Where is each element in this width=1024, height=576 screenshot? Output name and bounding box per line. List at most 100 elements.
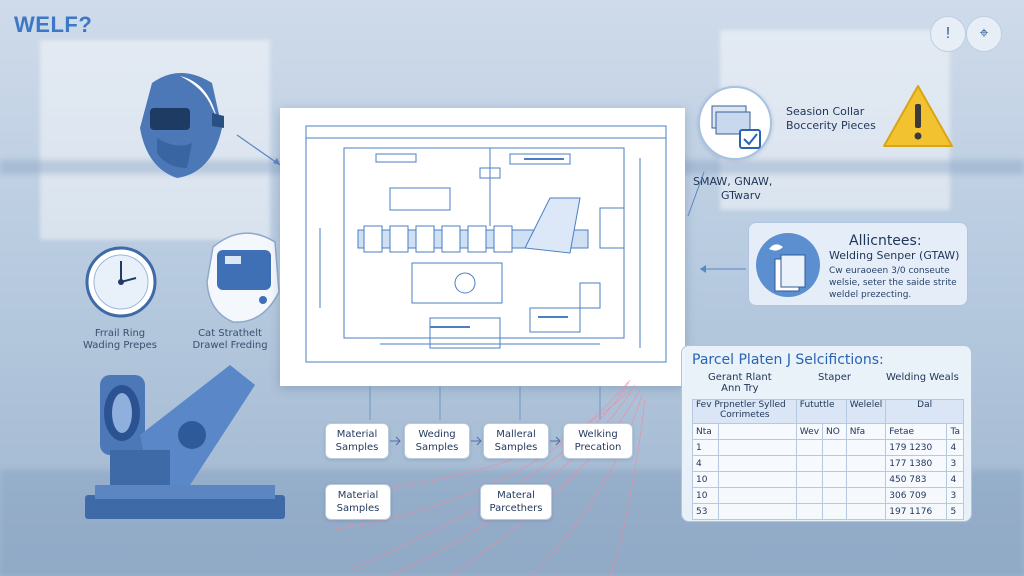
helmet-caption-line1: Cat Strathelt xyxy=(198,328,262,339)
spec-head-2: Staper xyxy=(818,372,852,383)
card-body: Cw euraoeen 3/0 conseute welsie, seter t… xyxy=(829,265,957,301)
spec-subheader-row: Fev Prpnetler Sylled Corrimetes Fututtle… xyxy=(692,399,964,424)
brand-logo: WELF? xyxy=(14,12,93,37)
table-cell xyxy=(717,455,797,472)
flow-connectors xyxy=(369,386,601,420)
spec-subheader-cell: Welelel xyxy=(845,399,887,424)
card-body-line1: Cw euraoeen 3/0 conseute xyxy=(829,266,950,276)
card-title: Allicntees: xyxy=(849,233,922,249)
table-cell xyxy=(845,487,887,504)
blueprint-panel xyxy=(280,108,685,386)
clock-caption-line1: Frrail Ring xyxy=(94,328,146,339)
table-row: 4 177 1380 3 xyxy=(692,455,964,472)
spec-head-1-line1: Gerant Rlant xyxy=(708,372,772,383)
helmet-caption: Cat Strathelt Drawel Freding xyxy=(180,328,280,352)
blueprint-drawing xyxy=(305,125,667,363)
flow-label-line2: Samples xyxy=(415,442,459,453)
table-cell: 10 xyxy=(692,471,719,488)
auto-darkening-helmet-icon xyxy=(206,232,280,323)
info-icon[interactable]: ! xyxy=(930,16,966,52)
clock-caption: Frrail Ring Wading Prepes xyxy=(70,328,170,352)
arrow-right-icon xyxy=(471,436,482,446)
flow-label-line2: Precation xyxy=(574,442,622,453)
table-cell xyxy=(717,471,797,488)
table-header-cell xyxy=(717,423,797,440)
table-cell xyxy=(822,455,847,472)
spec-head-1-line2: Ann Try xyxy=(721,383,759,394)
arrow-left-icon xyxy=(700,265,746,273)
table-cell xyxy=(822,487,847,504)
table-cell: 4 xyxy=(946,471,964,488)
flow-material-samples[interactable]: Material Samples xyxy=(325,423,389,459)
session-label: Seasion Collar Boccerity Pieces xyxy=(786,105,876,133)
table-cell: 10 xyxy=(692,487,719,504)
card-subtitle: Welding Senper (GTAW) xyxy=(829,249,960,262)
attendees-card: Allicntees: Welding Senper (GTAW) Cw eur… xyxy=(748,222,968,306)
table-row: 53 197 1176 5 xyxy=(692,503,964,520)
spec-title: Parcel Platen J Selcifictions: xyxy=(692,352,884,368)
helmet-caption-line2: Drawel Freding xyxy=(192,340,268,351)
table-cell: 5 xyxy=(946,503,964,520)
spec-head-1: Gerant Rlant Ann Try xyxy=(708,372,772,394)
table-header-cell: Nta xyxy=(692,423,719,440)
pointer-arrow xyxy=(687,171,705,217)
session-collar-circle xyxy=(698,86,772,160)
flow-material-samples-2[interactable]: Material Samples xyxy=(325,484,391,520)
welding-box-icon xyxy=(756,233,820,297)
table-cell: 177 1380 xyxy=(885,455,948,472)
clock-caption-line2: Wading Prepes xyxy=(83,340,157,351)
top-right-toolbar: ! ⌖ xyxy=(930,16,1002,52)
table-cell xyxy=(795,439,824,456)
spec-table: Fev Prpnetler Sylled Corrimetes Fututtle… xyxy=(692,399,964,520)
table-header-cell: Ta xyxy=(946,423,964,440)
flow-welding-samples[interactable]: Weding Samples xyxy=(404,423,470,459)
table-cell xyxy=(822,503,847,520)
table-cell: 4 xyxy=(946,439,964,456)
flow-label-line1: Malleral xyxy=(496,429,536,440)
table-cell xyxy=(795,487,824,504)
table-row: 1 179 1230 4 xyxy=(692,439,964,456)
table-cell: 450 783 xyxy=(885,471,948,488)
table-cell: 3 xyxy=(946,455,964,472)
spec-header-row: Nta Wev NO Nfa Fetae Ta xyxy=(692,423,964,440)
welding-positioner-icon xyxy=(85,365,285,519)
table-cell xyxy=(717,439,797,456)
flow-label-line1: Weding xyxy=(418,429,456,440)
table-header-cell: Fetae xyxy=(885,423,948,440)
table-cell xyxy=(795,503,824,520)
warning-icon xyxy=(883,85,953,147)
specifications-panel: Parcel Platen J Selcifictions: Gerant Rl… xyxy=(681,345,972,522)
location-pin-icon[interactable]: ⌖ xyxy=(966,16,1002,52)
table-cell: 4 xyxy=(692,455,719,472)
flow-malleral-samples[interactable]: Malleral Samples xyxy=(483,423,549,459)
card-body-line2: welsie, seter the saide strite xyxy=(829,278,957,288)
spec-subheader-2: Corrimetes xyxy=(720,410,770,420)
table-cell xyxy=(845,503,887,520)
session-label-line2: Boccerity Pieces xyxy=(786,119,876,132)
spark-effect xyxy=(330,380,646,576)
table-cell xyxy=(717,487,797,504)
table-header-cell: NO xyxy=(822,423,847,440)
flow-material-parcethers[interactable]: Materal Parcethers xyxy=(480,484,552,520)
stack-documents-icon xyxy=(711,105,761,149)
table-header-cell: Wev xyxy=(795,423,824,440)
table-row: 10 450 783 4 xyxy=(692,471,964,488)
arrow-right-icon xyxy=(390,436,401,446)
pointer-arrow xyxy=(236,134,281,166)
spec-subheader-1: Fev Prpnetler Sylled xyxy=(696,400,786,410)
spec-subheader-cell: Fev Prpnetler Sylled Corrimetes xyxy=(692,399,797,424)
flow-label-line1: Welking xyxy=(578,429,618,440)
flow-label-line2: Parcethers xyxy=(489,503,543,514)
process-label: SMAW, GNAW, GTwarv xyxy=(693,175,772,203)
card-body-line3: weldel prezecting. xyxy=(829,290,912,300)
table-row: 10 306 709 3 xyxy=(692,487,964,504)
flow-welking-precation[interactable]: Welking Precation xyxy=(563,423,633,459)
flow-label-line1: Material xyxy=(337,490,379,501)
flow-label-line1: Materal xyxy=(497,490,535,501)
table-cell: 1 xyxy=(692,439,719,456)
table-header-cell: Nfa xyxy=(845,423,887,440)
flow-label-line2: Samples xyxy=(336,503,380,514)
spec-subheader-cell: Fututtle xyxy=(795,399,847,424)
flow-label-line2: Samples xyxy=(494,442,538,453)
table-cell xyxy=(822,471,847,488)
